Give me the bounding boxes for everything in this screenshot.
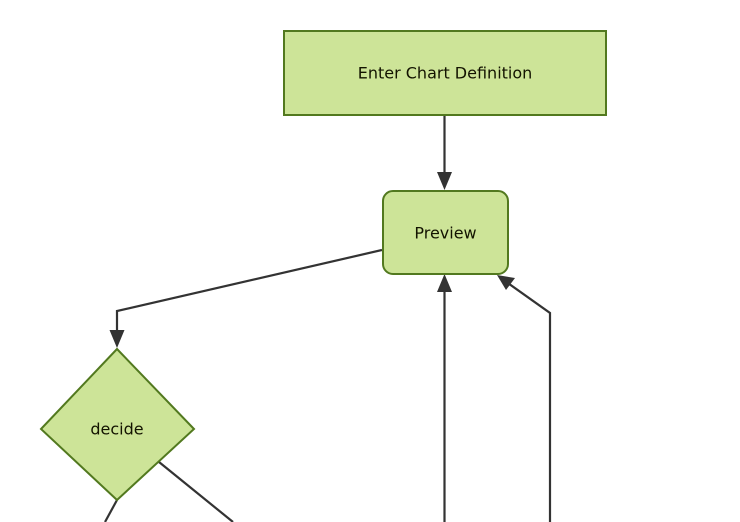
edge-return-center-to-preview-arrowhead bbox=[437, 274, 452, 292]
edge-return-center-to-preview bbox=[437, 274, 452, 522]
node-enter-chart-definition-shape[interactable] bbox=[283, 30, 607, 116]
edge-decide-out-left-line bbox=[104, 499, 118, 522]
edge-return-right-to-preview-line bbox=[504, 280, 552, 522]
edge-enter-to-preview bbox=[437, 116, 452, 190]
node-preview-label: Preview bbox=[414, 224, 476, 243]
node-preview-shape[interactable] bbox=[382, 190, 509, 275]
edge-preview-to-decide-arrowhead bbox=[109, 330, 125, 348]
edge-preview-to-decide bbox=[109, 248, 383, 348]
edge-preview-to-decide-line bbox=[115, 248, 383, 338]
node-decide[interactable]: decide bbox=[39, 347, 196, 502]
node-decide-shape[interactable] bbox=[39, 347, 196, 502]
edge-decide-out-right-line bbox=[158, 461, 234, 522]
node-enter-chart-definition[interactable]: Enter Chart Definition bbox=[283, 30, 607, 116]
edge-return-right-to-preview bbox=[497, 275, 552, 522]
edge-return-right-to-preview-arrowhead bbox=[497, 275, 515, 290]
node-decide-label: decide bbox=[90, 420, 143, 439]
edge-enter-to-preview-arrowhead bbox=[437, 172, 452, 190]
edge-decide-out-right bbox=[158, 461, 234, 522]
edge-decide-out-left bbox=[104, 499, 118, 522]
node-enter-chart-definition-label: Enter Chart Definition bbox=[358, 64, 533, 83]
node-preview[interactable]: Preview bbox=[382, 190, 509, 275]
